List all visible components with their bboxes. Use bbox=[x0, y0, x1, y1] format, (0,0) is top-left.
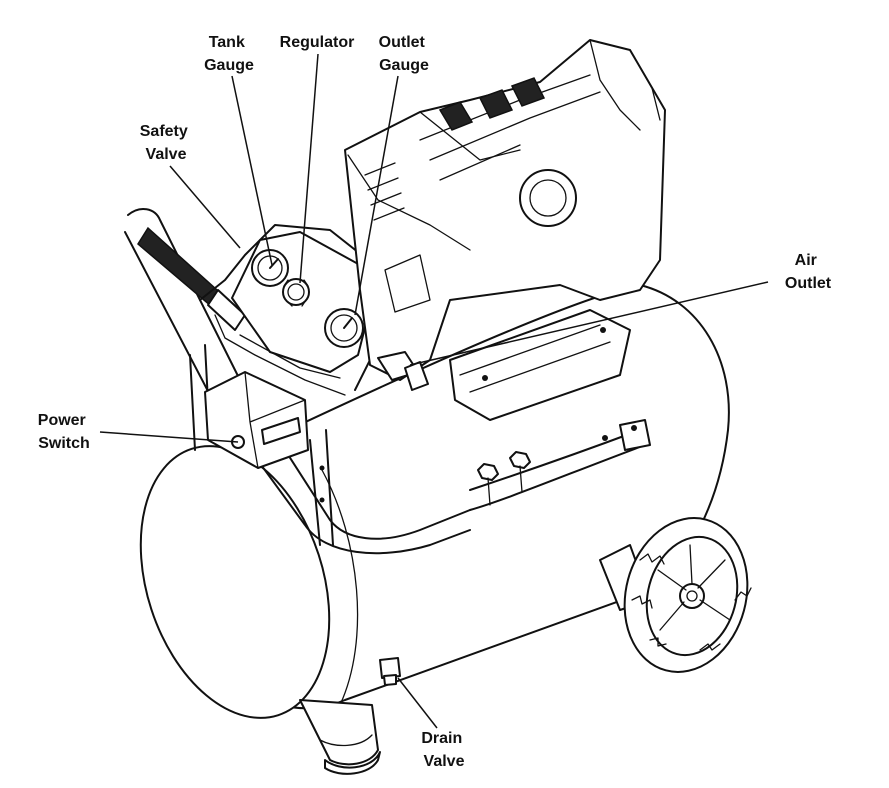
wheel-icon bbox=[599, 517, 752, 673]
tank-gauge-label: Tank Gauge bbox=[204, 34, 254, 74]
tank-icon bbox=[139, 284, 730, 719]
drain-valve-label: Drain Valve bbox=[421, 730, 466, 770]
motor-icon bbox=[344, 39, 666, 421]
safety-valve-label: Safety Valve bbox=[140, 123, 192, 163]
foot-icon bbox=[299, 699, 381, 775]
outlet-gauge-label: Outlet Gauge bbox=[379, 34, 430, 74]
switch-box-icon bbox=[204, 371, 309, 469]
power-switch-label: Power Switch bbox=[38, 412, 90, 452]
leader-lines bbox=[99, 53, 769, 729]
air-outlet-fitting-icon bbox=[377, 351, 429, 391]
drain-valve-icon bbox=[379, 657, 401, 686]
regulator-label: Regulator bbox=[280, 34, 355, 51]
air-outlet-label: Air Outlet bbox=[785, 252, 832, 292]
pipe-icon bbox=[469, 419, 651, 511]
